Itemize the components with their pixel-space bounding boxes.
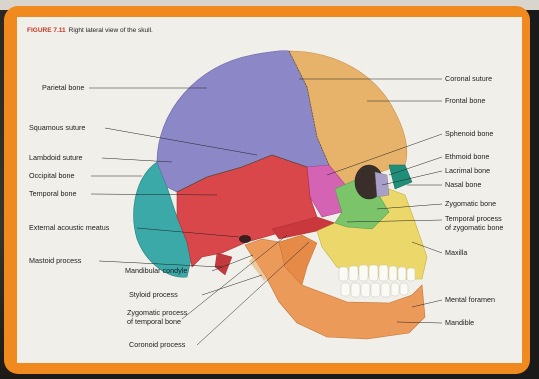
- label-zygomatic-bone: Zygomatic bone: [445, 200, 496, 208]
- acoustic-meatus-shape: [239, 235, 251, 243]
- label-occipital-bone: Occipital bone: [29, 172, 75, 180]
- label-coronal-suture: Coronal suture: [445, 75, 492, 83]
- teeth-group: [339, 265, 415, 297]
- label-maxilla: Maxilla: [445, 249, 467, 257]
- label-mastoid-process: Mastoid process: [29, 257, 81, 265]
- label-mental-foramen: Mental foramen: [445, 296, 495, 304]
- label-zygomatic-process-line1: Zygomatic process: [127, 309, 187, 317]
- label-frontal-bone: Frontal bone: [445, 97, 485, 105]
- label-styloid-process: Styloid process: [129, 291, 178, 299]
- label-lambdoid-suture: Lambdoid suture: [29, 154, 83, 162]
- label-ethmoid-bone: Ethmoid bone: [445, 153, 489, 161]
- label-mandible: Mandible: [445, 319, 474, 327]
- label-sphenoid-bone: Sphenoid bone: [445, 130, 493, 138]
- label-coronoid-process: Coronoid process: [129, 341, 185, 349]
- label-temporal-bone: Temporal bone: [29, 190, 77, 198]
- label-zygomatic-process-line2: of temporal bone: [127, 318, 181, 326]
- skull-illustration: [17, 17, 522, 363]
- label-temporal-process-line1: Temporal process: [445, 215, 502, 223]
- label-external-acoustic-meatus: External acoustic meatus: [29, 224, 109, 232]
- label-temporal-process-line2: of zygomatic bone: [445, 224, 503, 232]
- label-lacrimal-bone: Lacrimal bone: [445, 167, 490, 175]
- label-nasal-bone: Nasal bone: [445, 181, 481, 189]
- label-mandibular-condyle: Mandibular condyle: [125, 267, 187, 275]
- label-parietal-bone: Parietal bone: [42, 84, 84, 92]
- label-squamous-suture: Squamous suture: [29, 124, 85, 132]
- lacrimal-bone-shape: [375, 172, 389, 197]
